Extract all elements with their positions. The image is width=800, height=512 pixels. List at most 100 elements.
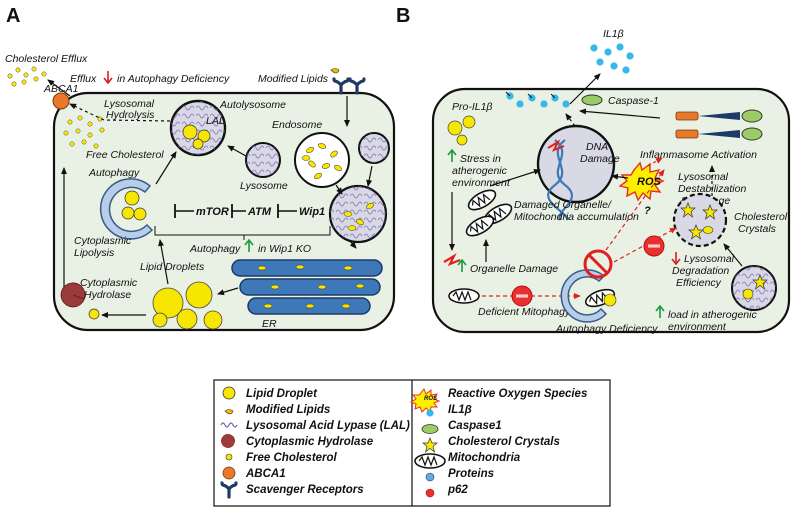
label-damage: Damage <box>580 153 620 165</box>
legend-p62-icon <box>425 488 435 498</box>
label-question: ? <box>644 205 651 217</box>
legend-ros-badge: ROS <box>424 396 437 402</box>
up-arrow-icon <box>655 304 665 318</box>
legend-label-caspase1: Caspase1 <box>448 420 502 432</box>
damage-bolt-icon <box>443 253 461 267</box>
arrow-autophagosome-fuse <box>155 151 177 185</box>
scavenger-receptor-icon <box>332 77 350 95</box>
label-autophagy-up: Autophagy <box>189 243 241 255</box>
legend-mitochondria-icon <box>414 453 446 469</box>
legend-label-ros: Reactive Oxygen Species <box>448 388 587 400</box>
label-mtor: mTOR <box>196 206 229 218</box>
legend-label-il1b: IL1β <box>448 404 472 416</box>
label-lysosome: Lysosome <box>240 180 288 192</box>
legend-hydrolase-icon <box>221 433 236 448</box>
label-caspase1: Caspase-1 <box>608 95 659 107</box>
legend-lipid-droplet-icon <box>222 386 236 400</box>
arrow-il1b-release <box>569 73 601 105</box>
legend-label-proteins: Proteins <box>448 468 494 480</box>
panel-b: B IL1β Pro-IL1β Caspase-1 Inflamm <box>396 5 791 335</box>
label-free-cholesterol: Free Cholesterol <box>86 149 164 161</box>
label-damaged-organelle-2: Mitochondria accumulation <box>514 211 639 223</box>
endosome <box>294 132 350 188</box>
label-cytoplasmic-hydrolase-1: Cytoplasmic <box>80 277 138 289</box>
efflux-dots <box>7 66 47 87</box>
down-arrow-icon <box>671 252 681 266</box>
legend-label-free-cholesterol: Free Cholesterol <box>246 452 338 464</box>
legend-lal-icon <box>220 422 238 428</box>
label-modified-lipids: Modified Lipids <box>258 73 329 85</box>
label-cholesterol-efflux: Cholesterol Efflux <box>5 53 88 65</box>
label-autolysosome: Autolysosome <box>219 99 286 111</box>
label-inflammasome-activation: Inflammasome Activation <box>640 149 757 161</box>
label-lysosomal-degradation-2: Degradation <box>672 265 729 277</box>
legend-label-mitochondria: Mitochondria <box>448 452 521 464</box>
label-crystals: Crystals <box>738 223 777 235</box>
arrow-caspase <box>579 108 661 119</box>
lysosome <box>245 142 281 178</box>
il1b-dots-top <box>590 43 634 74</box>
arrow-efflux <box>47 79 71 97</box>
panel-a-letter: A <box>6 5 20 27</box>
endoplasmic-reticulum <box>231 259 383 315</box>
label-cytoplasmic-lipolysis-2: Lipolysis <box>74 247 115 259</box>
legend-caspase1-icon <box>421 424 439 434</box>
label-in-wip1-ko: in Wip1 KO <box>258 243 311 255</box>
free-cholesterol-icon <box>88 308 100 320</box>
label-lysosomal: Lysosomal <box>104 98 155 110</box>
down-arrow-icon <box>103 71 113 85</box>
label-organelle-damage: Organelle Damage <box>470 263 558 275</box>
p62-icon <box>643 235 665 257</box>
label-er: ER <box>262 318 277 330</box>
lipid-droplets-b <box>447 115 476 146</box>
legend-abca1-icon <box>222 466 236 480</box>
free-cholesterol-dots <box>63 115 105 149</box>
inflammasome-icon <box>675 109 763 141</box>
label-lysosomal-destab-1: Lysosomal <box>678 171 729 183</box>
label-damaged-organelle-1: Damaged Organelle/ <box>514 199 612 211</box>
label-stress-1: Stress in <box>460 153 501 165</box>
label-cholesterol: Cholesterol <box>734 211 788 223</box>
up-arrow-icon <box>447 148 457 162</box>
label-deficient-mitophagy: Deficient Mitophagy <box>478 306 571 318</box>
cytoplasmic-hydrolase-icon <box>60 282 86 308</box>
lysosome-small <box>358 132 390 164</box>
p62-icon <box>511 285 533 307</box>
up-arrow-icon <box>457 258 467 272</box>
autolysosome: LAL <box>169 99 227 157</box>
arrow-droplet-autophagy <box>158 239 169 285</box>
arrow-lysosome-fuse <box>227 145 247 157</box>
scavenger-receptor-icon <box>348 77 366 95</box>
legend-label-p62: p62 <box>447 484 468 496</box>
up-arrow-icon <box>244 238 254 252</box>
legend: Lipid Droplet Modified Lipids Lysosomal … <box>213 379 611 507</box>
label-lal: LAL <box>206 115 225 127</box>
mitochondria-icon <box>448 288 480 304</box>
label-stress-3: environment <box>452 177 511 189</box>
label-load-1: load in atherogenic <box>668 309 757 321</box>
label-autophagy-deficiency: Autophagy Deficiency <box>555 323 658 335</box>
legend-label-hydrolase: Cytoplasmic Hydrolase <box>246 436 374 448</box>
abca1-icon <box>52 92 70 110</box>
mtor-pathway <box>174 204 297 218</box>
legend-protein-icon <box>425 472 435 482</box>
legend-label-abca1: ABCA1 <box>245 468 286 480</box>
label-dna: DNA <box>586 141 608 153</box>
bracket <box>154 226 331 240</box>
label-endosome: Endosome <box>272 119 322 131</box>
lysosome-large <box>328 184 388 244</box>
panel-a: A Cholesterol Efflux ABCA1 Efflux in Aut… <box>5 5 396 332</box>
autophagosome <box>99 178 154 240</box>
label-pro-il1b: Pro-IL1β <box>452 101 492 113</box>
legend-label-scavenger-receptors: Scavenger Receptors <box>246 484 364 496</box>
legend-modified-lipid-icon <box>224 409 234 415</box>
lysosome-right <box>731 265 777 311</box>
no-entry-icon <box>583 249 613 279</box>
label-cytoplasmic-hydrolase-2: Hydrolase <box>84 289 131 301</box>
label-lipid-droplets: Lipid Droplets <box>140 261 205 273</box>
lipid-droplets <box>152 281 223 330</box>
label-hydrolysis: Hydrolysis <box>106 109 155 121</box>
label-autophagy: Autophagy <box>88 167 140 179</box>
label-in-autophagy-deficiency: in Autophagy Deficiency <box>117 73 230 85</box>
